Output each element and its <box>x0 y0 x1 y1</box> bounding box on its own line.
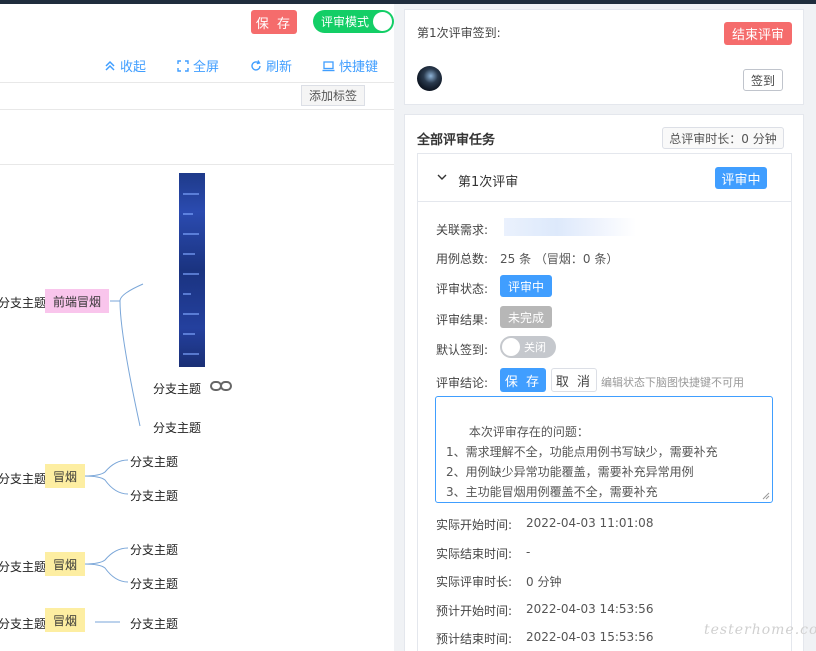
total-cases-label: 用例总数: <box>436 252 489 266</box>
mindmap-node[interactable]: 分支主题 <box>0 472 47 486</box>
mindmap-node[interactable]: 分支主题 <box>130 617 179 631</box>
review-status-label: 评审状态: <box>436 282 489 296</box>
related-req-value[interactable] <box>504 218 636 236</box>
switch-knob <box>502 338 520 356</box>
review-collapse-panel: 第1次评审 评审中 关联需求: 用例总数: 25 条 （冒烟：0 条） 评审状态… <box>417 153 792 651</box>
double-chevron-up-icon <box>105 60 115 71</box>
mindmap-node[interactable]: 分支主题 <box>130 543 179 557</box>
actual-end-label: 实际结束时间: <box>436 547 513 561</box>
total-cases-value: 25 条 （冒烟：0 条） <box>500 252 619 266</box>
top-bar <box>0 0 816 4</box>
fullscreen-icon <box>177 59 189 72</box>
watermark: testerhome.com <box>704 622 816 638</box>
node-tag-smoke: 冒烟 <box>45 552 85 576</box>
shortcuts-button[interactable]: 快捷键 <box>322 56 378 75</box>
mindmap-node[interactable]: 分支主题 <box>130 455 179 469</box>
actual-end-value: - <box>526 545 531 559</box>
conclusion-label: 评审结论: <box>436 376 489 390</box>
mindmap-connectors <box>83 283 144 623</box>
collapse-label: 收起 <box>120 60 147 75</box>
mindmap-node[interactable]: 分支主题 <box>0 560 47 574</box>
total-review-time: 总评审时长：0 分钟 <box>662 127 784 149</box>
planned-start-label: 预计开始时间: <box>436 604 513 618</box>
default-sign-switch[interactable]: 关闭 <box>500 336 556 358</box>
actual-duration-value: 0 分钟 <box>526 575 562 589</box>
toggle-knob <box>373 12 392 31</box>
fullscreen-button[interactable]: 全屏 <box>177 56 219 75</box>
chevron-down-icon <box>437 174 447 180</box>
cancel-conclusion-button[interactable]: 取 消 <box>551 368 597 392</box>
sign-in-button[interactable]: 签到 <box>743 69 783 91</box>
fullscreen-label: 全屏 <box>193 60 220 75</box>
default-sign-label: 默认签到: <box>436 343 489 357</box>
mindmap-node[interactable]: 分支主题 <box>0 617 47 631</box>
review-collapse-header[interactable]: 第1次评审 评审中 <box>418 154 791 202</box>
refresh-icon <box>251 59 261 71</box>
review-result-label: 评审结果: <box>436 313 489 327</box>
node-tag-smoke: 冒烟 <box>45 608 85 632</box>
mindmap-node[interactable]: 分支主题 <box>130 577 179 591</box>
mindmap-panel: 保 存 评审模式 收起 全屏 刷新 快捷键 添加标签 分支主题 前端冒烟 分支主… <box>0 4 394 651</box>
planned-end-value: 2022-04-03 15:53:56 <box>526 630 654 644</box>
refresh-label: 刷新 <box>266 60 293 75</box>
add-tag-button[interactable]: 添加标签 <box>301 85 365 106</box>
planned-end-label: 预计结束时间: <box>436 632 513 646</box>
review-status-badge: 评审中 <box>500 275 552 297</box>
status-badge: 评审中 <box>715 167 767 189</box>
signin-title: 第1次评审签到: <box>417 26 501 40</box>
laptop-icon <box>322 60 335 71</box>
save-button[interactable]: 保 存 <box>251 10 297 34</box>
mindmap-node[interactable]: 分支主题 <box>130 489 179 503</box>
canvas-divider <box>0 164 394 165</box>
mindmap-node[interactable]: 分支主题 <box>0 296 47 310</box>
conclusion-text: 本次评审存在的问题： 1、需求理解不全，功能点用例书写缺少，需要补充 2、用例缺… <box>446 425 718 499</box>
review-result-badge: 未完成 <box>500 306 552 328</box>
mindmap-node[interactable]: 分支主题 <box>153 421 202 435</box>
related-req-label: 关联需求: <box>436 223 489 237</box>
review-mode-toggle[interactable]: 评审模式 <box>313 10 394 33</box>
resize-handle-icon[interactable] <box>762 492 770 500</box>
mindmap-node[interactable]: 分支主题 <box>153 382 202 396</box>
shortcuts-label: 快捷键 <box>339 60 379 75</box>
link-icon[interactable] <box>210 380 232 392</box>
actual-start-value: 2022-04-03 11:01:08 <box>526 516 654 530</box>
signin-card: 第1次评审签到: 结束评审 签到 <box>404 9 804 105</box>
review-title: 第1次评审 <box>458 175 519 190</box>
collapse-button[interactable]: 收起 <box>104 56 146 75</box>
end-review-button[interactable]: 结束评审 <box>724 22 792 45</box>
edit-hint: 编辑状态下脑图快捷键不可用 <box>601 376 744 389</box>
actual-duration-label: 实际评审时长: <box>436 575 513 589</box>
avatar <box>417 66 442 91</box>
node-tag-smoke: 冒烟 <box>45 464 85 488</box>
node-tag-smoke-frontend: 前端冒烟 <box>45 289 110 313</box>
save-conclusion-button[interactable]: 保 存 <box>500 368 546 392</box>
tasks-title: 全部评审任务 <box>417 133 496 148</box>
conclusion-textarea[interactable]: 本次评审存在的问题： 1、需求理解不全，功能点用例书写缺少，需要补充 2、用例缺… <box>435 396 773 503</box>
toolbar-divider <box>0 82 394 83</box>
attached-image-thumbnail[interactable] <box>179 173 205 367</box>
tag-bar-divider <box>0 109 394 110</box>
default-sign-switch-label: 关闭 <box>524 341 546 354</box>
refresh-button[interactable]: 刷新 <box>250 56 292 75</box>
actual-start-label: 实际开始时间: <box>436 518 513 532</box>
review-tasks-card: 全部评审任务 总评审时长：0 分钟 第1次评审 评审中 关联需求: 用例总数: … <box>404 114 804 651</box>
planned-start-value: 2022-04-03 14:53:56 <box>526 602 654 616</box>
review-mode-label: 评审模式 <box>321 15 370 29</box>
